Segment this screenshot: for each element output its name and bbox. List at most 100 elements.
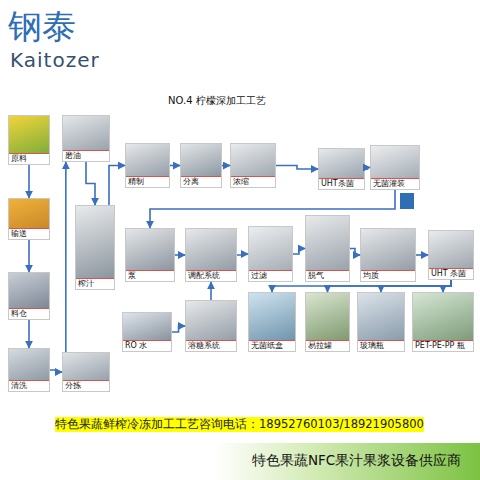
- process-box: 溶糖系统: [185, 300, 237, 352]
- process-box: UHT杀菌: [318, 148, 365, 190]
- process-box: 料仓: [8, 272, 50, 320]
- step-caption: 磨油: [63, 150, 109, 161]
- flow-arrow: [416, 254, 428, 256]
- step-caption: 泵: [126, 270, 174, 281]
- process-box: 原料: [8, 115, 50, 165]
- flow-arrow: [28, 240, 30, 272]
- process-box: 玻璃瓶: [357, 292, 405, 352]
- flow-arrow: [328, 280, 452, 292]
- process-box: 精制: [125, 143, 170, 188]
- equipment-picture: [126, 144, 169, 176]
- equipment-picture: [249, 293, 295, 340]
- flow-arrow: [175, 254, 185, 256]
- equipment-picture: [231, 144, 275, 176]
- step-caption: 分拣: [63, 380, 109, 391]
- flow-arrow: [65, 162, 67, 352]
- equipment-picture: [186, 301, 236, 340]
- step-caption: 清洗: [9, 380, 49, 391]
- flow-arrow: [272, 280, 451, 292]
- equipment-picture: [306, 293, 349, 340]
- process-box: 泵: [125, 228, 175, 282]
- step-caption: 调配系统: [186, 270, 236, 281]
- flow-arrow: [86, 162, 95, 205]
- equipment-picture: [126, 229, 174, 270]
- equipment-picture: [76, 206, 114, 278]
- flow-arrow: [28, 165, 30, 198]
- supplier-banner: 特色果蔬NFC果汁果浆设备供应商: [252, 452, 461, 470]
- step-caption: 无菌纸盒: [249, 340, 295, 351]
- step-caption: 溶糖系统: [186, 340, 236, 351]
- equipment-picture: [319, 149, 364, 178]
- process-box: UHT 杀菌: [428, 230, 474, 280]
- process-box: 无菌灌装: [370, 145, 420, 190]
- equipment-picture: [249, 227, 292, 270]
- process-box: 清洗: [8, 348, 50, 392]
- equipment-picture: [358, 293, 404, 340]
- step-caption: 分离: [181, 176, 221, 187]
- flow-arrow: [381, 280, 451, 292]
- step-caption: 易拉罐: [306, 340, 349, 351]
- process-box: 无菌纸盒: [248, 292, 296, 352]
- equipment-picture: [123, 313, 171, 340]
- process-box: 浓缩: [230, 143, 276, 188]
- equipment-picture: [413, 293, 473, 340]
- step-caption: 浓缩: [231, 176, 275, 187]
- flow-arrow: [170, 165, 180, 167]
- step-caption: 无菌灌装: [371, 178, 419, 189]
- flow-arrow: [237, 254, 248, 255]
- contact-note: 特色果蔬鲜榨冷冻加工工艺咨询电话：18952760103/18921905800: [55, 417, 424, 432]
- process-box: 调配系统: [185, 228, 237, 282]
- equipment-picture: [9, 273, 49, 308]
- equipment-picture: [9, 116, 49, 153]
- step-caption: 料仓: [9, 308, 49, 319]
- step-caption: UHT杀菌: [319, 178, 364, 189]
- process-box: 过滤: [248, 226, 293, 282]
- flow-arrow: [293, 249, 305, 255]
- equipment-picture: [181, 144, 221, 176]
- flow-arrow: [28, 320, 30, 348]
- step-caption: 输送: [9, 228, 49, 239]
- process-box: 输送: [8, 198, 50, 240]
- process-box: RO 水: [122, 312, 172, 352]
- step-caption: RO 水: [123, 340, 171, 351]
- equipment-picture: [186, 229, 236, 270]
- flow-arrow: [210, 282, 212, 300]
- flow-arrow: [172, 326, 185, 332]
- step-caption: 榨汁: [76, 278, 114, 289]
- equipment-picture: [306, 216, 349, 270]
- process-box: 均质: [360, 228, 416, 282]
- flow-arrow: [109, 166, 125, 206]
- equipment-picture: [371, 146, 419, 178]
- step-caption: PET-PE-PP 瓶: [413, 340, 473, 351]
- flow-arrow: [222, 165, 230, 167]
- process-box: PET-PE-PP 瓶: [412, 292, 474, 352]
- flow-arrow: [50, 370, 62, 372]
- flow-arrow: [150, 190, 395, 228]
- step-caption: 原料: [9, 153, 49, 164]
- flow-arrow: [350, 249, 360, 256]
- step-caption: 玻璃瓶: [358, 340, 404, 351]
- flow-arrow: [365, 168, 370, 170]
- step-caption: 均质: [361, 270, 415, 281]
- equipment-picture: [361, 229, 415, 270]
- banner-background: [215, 443, 480, 480]
- flow-arrow: [443, 280, 451, 292]
- process-box: 易拉罐: [305, 292, 350, 352]
- process-box: 磨油: [62, 115, 110, 162]
- equipment-picture: [9, 349, 49, 380]
- step-caption: UHT 杀菌: [429, 268, 473, 279]
- brand-logo: 钢泰: [8, 4, 76, 50]
- blue-marker: [400, 193, 414, 209]
- equipment-picture: [9, 199, 49, 228]
- brand-name: Kaitozer: [10, 48, 100, 72]
- diagram-title: NO.4 柠檬深加工工艺: [168, 94, 266, 108]
- flow-arrow: [276, 166, 318, 170]
- equipment-picture: [63, 353, 109, 380]
- process-box: 分拣: [62, 352, 110, 392]
- process-box: 榨汁: [75, 205, 115, 290]
- process-box: 分离: [180, 143, 222, 188]
- step-caption: 脱气: [306, 270, 349, 281]
- equipment-picture: [429, 231, 473, 268]
